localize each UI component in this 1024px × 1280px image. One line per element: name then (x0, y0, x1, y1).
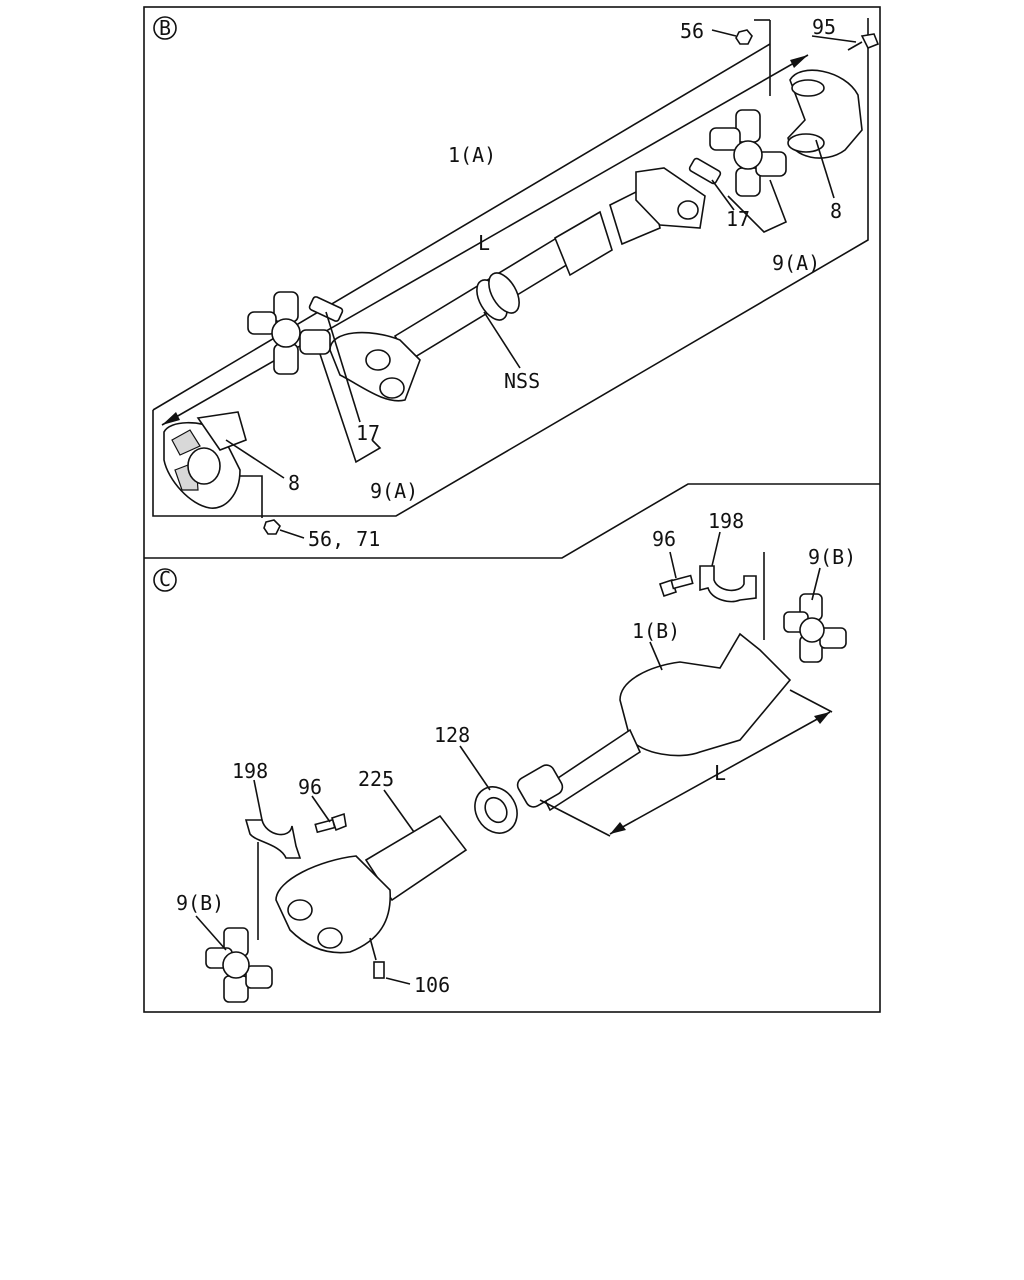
sleeve-yoke-225 (275, 814, 468, 954)
leaders-c (195, 531, 821, 985)
section-c: C (153, 509, 856, 1003)
grease-fitting-17-top (688, 157, 722, 185)
shaft-1b (516, 632, 792, 812)
nut-128 (474, 786, 518, 834)
yoke-right-b (635, 167, 706, 229)
nut-56 (735, 29, 753, 45)
label-198-left: 198 (232, 759, 268, 783)
section-divider (144, 483, 880, 559)
grease-fitting-106 (373, 961, 385, 979)
u-joint-9a-top (709, 109, 787, 197)
flange-8-bottom (163, 411, 247, 509)
bolt-96-top (658, 574, 694, 598)
label-198-top: 198 (708, 509, 744, 533)
section-b-marker: B (159, 16, 171, 40)
label-9a-top: 9(A) (772, 251, 820, 275)
shaft-1a (393, 183, 661, 362)
section-c-marker: C (159, 567, 171, 591)
yoke-left-b (329, 331, 421, 402)
label-L-b: L (478, 231, 490, 255)
label-17-top: 17 (726, 207, 750, 231)
leaders-b (225, 19, 857, 539)
bolt-95 (847, 33, 880, 51)
label-8-top: 8 (830, 199, 842, 223)
outer-frame (143, 6, 881, 1013)
u-joint-9a-bottom (247, 291, 331, 375)
bracket-198-left (244, 819, 302, 859)
label-225: 225 (358, 767, 394, 791)
u-joint-9b-left (205, 927, 273, 1003)
label-8-bottom: 8 (288, 471, 300, 495)
dimension-L-b (161, 54, 809, 426)
label-9b-left: 9(B) (176, 891, 224, 915)
label-L-c: L (714, 761, 726, 785)
section-c-marker-circle (153, 568, 177, 592)
label-56-71: 56, 71 (308, 527, 380, 551)
label-95: 95 (812, 15, 836, 39)
leader-1a (152, 43, 771, 411)
label-106: 106 (414, 973, 450, 997)
label-96-top: 96 (652, 527, 676, 551)
label-128: 128 (434, 723, 470, 747)
section-b: B (152, 15, 880, 551)
label-1b: 1(B) (632, 619, 680, 643)
assembly-outline-b (152, 18, 869, 517)
bracket-198-top (699, 565, 757, 603)
flange-yoke-8-top (787, 69, 863, 159)
label-9b-top: 9(B) (808, 545, 856, 569)
grease-fitting-17-bottom (308, 296, 344, 322)
label-nss: NSS (504, 369, 540, 393)
bolt-96-left (314, 812, 347, 834)
dimension-L-c (539, 689, 833, 837)
label-9a-bottom: 9(A) (370, 479, 418, 503)
nut-56-71 (263, 519, 281, 535)
u-joint-9b-top (783, 593, 847, 663)
label-17-bottom: 17 (356, 421, 380, 445)
label-1a: 1(A) (448, 143, 496, 167)
section-b-marker-circle (153, 16, 177, 40)
label-56: 56 (680, 19, 704, 43)
label-96-left: 96 (298, 775, 322, 799)
